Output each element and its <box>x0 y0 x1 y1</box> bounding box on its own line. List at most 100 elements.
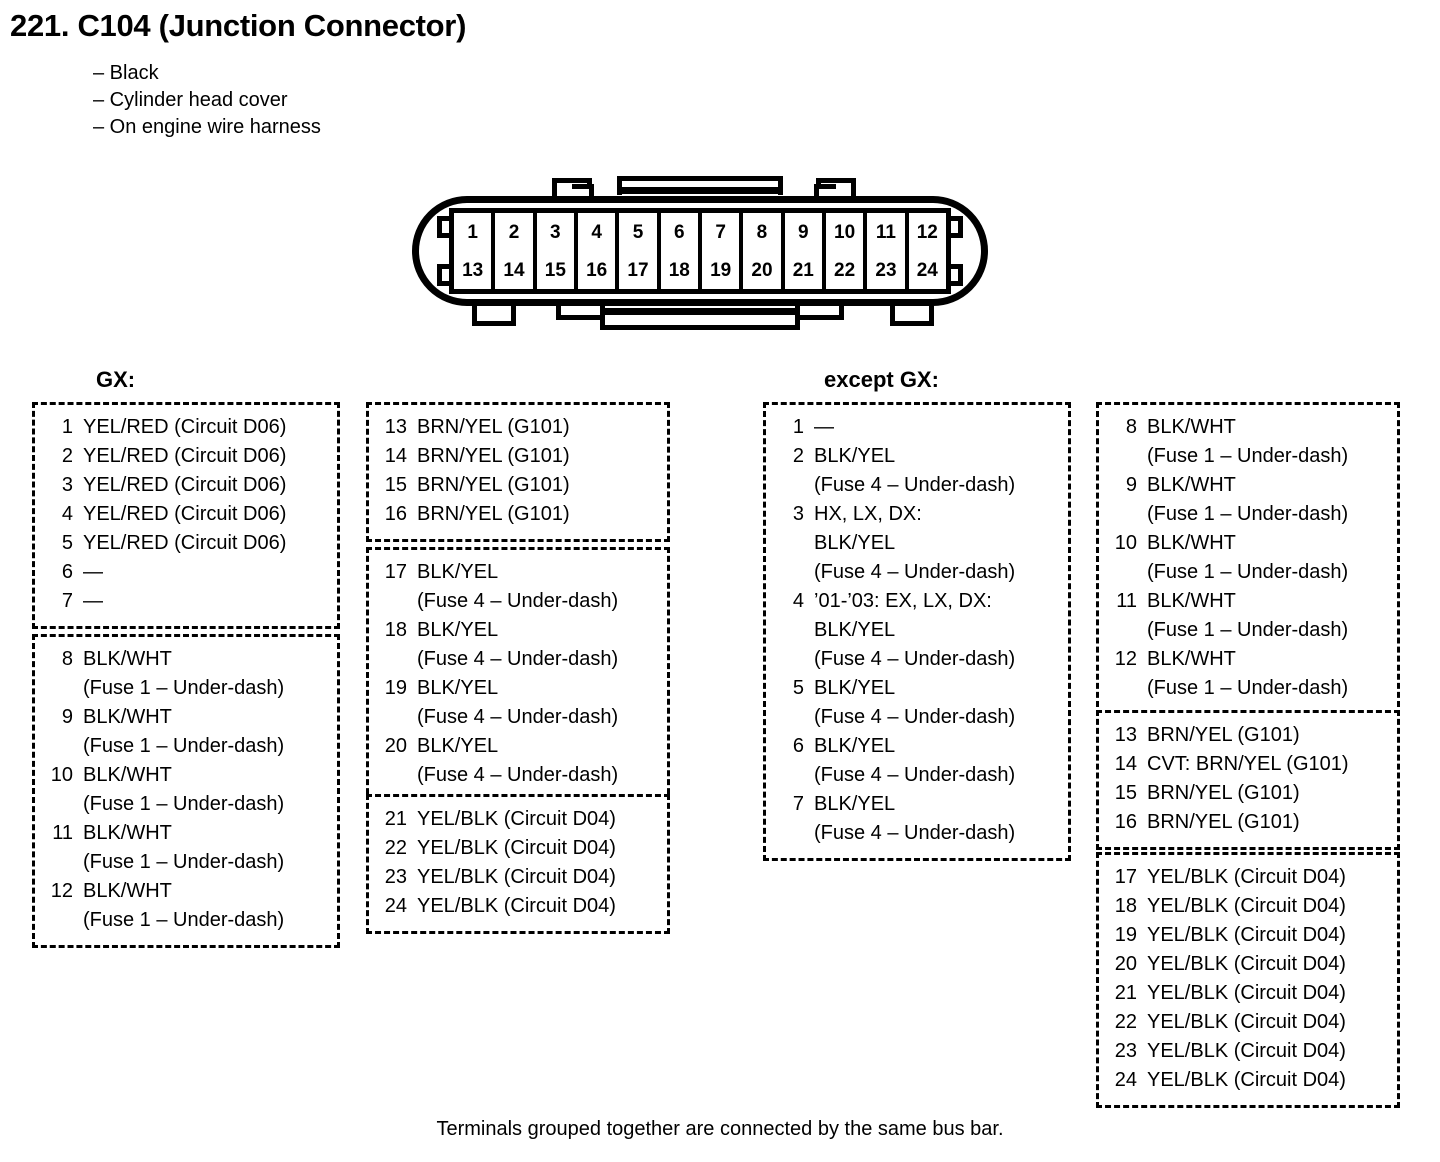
connector-bottom-tab-left <box>472 306 516 326</box>
pin-number: 6 <box>61 561 73 583</box>
pin-description: YEL/BLK (Circuit D04) <box>417 863 616 892</box>
pin-description: BLK/WHT(Fuse 1 – Under-dash) <box>1147 529 1348 587</box>
pin-number: 5 <box>792 677 804 699</box>
connector-pin-row-top: 1 2 3 4 5 6 7 8 9 10 11 12 <box>454 213 946 251</box>
pin-source-note: (Fuse 1 – Under-dash) <box>1147 561 1349 583</box>
connector-pin: 4 <box>577 213 616 251</box>
pin-source-note: (Fuse 4 – Under-dash) <box>417 590 619 612</box>
pin-entry: 9 BLK/WHT(Fuse 1 – Under-dash) <box>1105 471 1391 529</box>
connector-pin: 11 <box>867 213 905 251</box>
pin-description: BLK/YEL(Fuse 4 – Under-dash) <box>417 558 618 616</box>
connector-pin: 15 <box>536 251 574 289</box>
pin-number: 14 <box>384 445 407 467</box>
pin-wire-label: BLK/YEL <box>417 619 499 641</box>
connector-pin: 21 <box>784 251 822 289</box>
pin-number: 12 <box>1114 648 1137 670</box>
pin-number: 13 <box>1114 724 1137 746</box>
pin-entry: 8 BLK/WHT (Fuse 1 – Under-dash) <box>1105 413 1391 471</box>
pin-wire-label: YEL/RED (Circuit D06) <box>83 474 287 496</box>
pin-number: 22 <box>384 837 407 859</box>
pin-wire-label: BLK/WHT <box>1147 474 1236 496</box>
connector-pin: 24 <box>908 251 946 289</box>
pin-wire-label: YEL/RED (Circuit D06) <box>83 532 287 554</box>
pin-source-note: (Fuse 1 – Under-dash) <box>83 909 285 931</box>
pin-source-note: (Fuse 1 – Under-dash) <box>1147 445 1349 467</box>
pin-description: HX, LX, DX:BLK/YEL(Fuse 4 – Under-dash) <box>814 500 1015 587</box>
pin-wire-label: YEL/BLK (Circuit D04) <box>417 895 616 917</box>
connector-attribute: – On engine wire harness <box>93 116 321 138</box>
pin-number: 10 <box>50 764 73 786</box>
pin-description: BLK/WHT(Fuse 1 – Under-dash) <box>83 761 284 819</box>
pin-wire-label: BLK/YEL <box>814 793 896 815</box>
pin-description: BLK/WHT (Fuse 1 – Under-dash) <box>1147 413 1348 471</box>
pin-number: 9 <box>1125 474 1137 496</box>
pin-description: BRN/YEL (G101) <box>417 500 570 529</box>
pin-number: 24 <box>1114 1069 1137 1091</box>
pin-source-note: (Fuse 4 – Under-dash) <box>417 706 619 728</box>
pin-wire-label: BRN/YEL (G101) <box>417 474 570 496</box>
pin-entry: 6— <box>41 558 331 587</box>
connector-pin: 23 <box>867 251 905 289</box>
connector-top-tab-left-step <box>572 184 594 198</box>
connector-pin-grid: 1 2 3 4 5 6 7 8 9 10 11 12 13 14 15 16 1… <box>449 208 951 294</box>
pin-source-note: (Fuse 1 – Under-dash) <box>1147 619 1349 641</box>
pin-wire-label: YEL/BLK (Circuit D04) <box>1147 1069 1346 1091</box>
pin-description: BLK/YEL (Fuse 4 – Under-dash) <box>417 732 618 790</box>
connector-attribute: – Black <box>93 62 159 84</box>
pin-number: 2 <box>792 445 804 467</box>
pin-number: 8 <box>1125 416 1137 438</box>
connector-notch-left-bottom <box>437 264 450 286</box>
pin-number: 18 <box>384 619 407 641</box>
connector-pin: 14 <box>495 251 533 289</box>
connector-notch-left-top <box>437 216 450 238</box>
pin-wire-label: BLK/YEL <box>417 735 499 757</box>
pin-source-note: (Fuse 4 – Under-dash) <box>814 822 1016 844</box>
pin-wire-label: BLK/WHT <box>1147 416 1236 438</box>
pin-description: BLK/WHT(Fuse 1 – Under-dash) <box>1147 471 1348 529</box>
pin-description: CVT: BRN/YEL (G101) <box>1147 750 1349 779</box>
pin-description: BRN/YEL (G101) <box>417 413 570 442</box>
pin-source-note: (Fuse 4 – Under-dash) <box>814 706 1016 728</box>
pin-number: 10 <box>1114 532 1137 554</box>
pin-description: YEL/BLK (Circuit D04) <box>417 892 616 921</box>
pin-description: — <box>83 587 103 616</box>
pin-source-note: (Fuse 4 – Under-dash) <box>417 764 619 786</box>
connector-pin: 16 <box>577 251 616 289</box>
pin-wire-label: HX, LX, DX: <box>814 503 922 525</box>
pin-source-note: (Fuse 1 – Under-dash) <box>83 677 285 699</box>
pin-number: 15 <box>1114 782 1137 804</box>
page-title: 221. C104 (Junction Connector) <box>10 8 467 43</box>
pin-number: 21 <box>1114 982 1137 1004</box>
pin-description: BLK/YEL(Fuse 4 – Under-dash) <box>814 442 1015 500</box>
pin-number: 17 <box>384 561 407 583</box>
pin-description: BLK/WHT(Fuse 1 – Under-dash) <box>83 877 284 935</box>
pin-number: 2 <box>61 445 73 467</box>
pin-wire-label: BRN/YEL (G101) <box>1147 811 1300 833</box>
pin-number: 4 <box>61 503 73 525</box>
pin-description: YEL/BLK (Circuit D04) <box>1147 979 1346 1008</box>
pin-description: — <box>814 413 834 442</box>
pin-number: 4 <box>792 590 804 612</box>
pin-number: 1 <box>792 416 804 438</box>
pin-wire-label: YEL/BLK (Circuit D04) <box>1147 866 1346 888</box>
connector-pin: 20 <box>743 251 781 289</box>
pin-number: 20 <box>1114 953 1137 975</box>
